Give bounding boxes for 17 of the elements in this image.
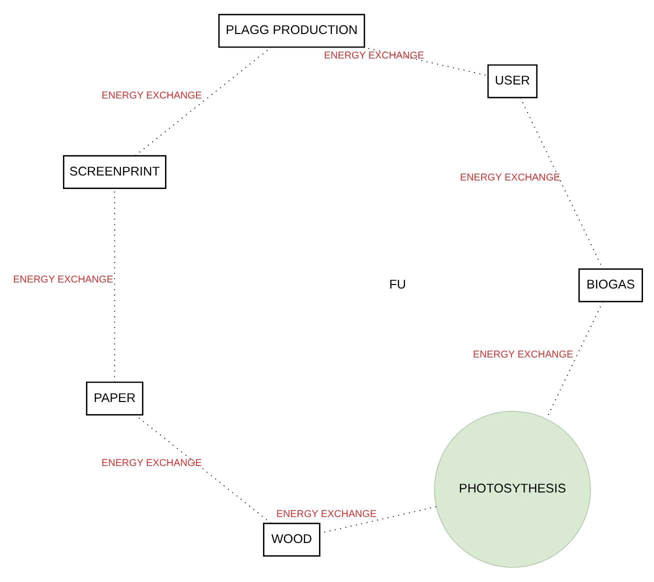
node-box: SCREENPRINT <box>62 155 166 189</box>
edge-label: ENERGY EXCHANGE <box>102 90 202 102</box>
node-box: USER <box>487 64 538 98</box>
node-box: BIOGAS <box>578 268 643 302</box>
edge-label: ENERGY EXCHANGE <box>324 50 424 62</box>
edge-label: ENERGY EXCHANGE <box>473 349 574 360</box>
node-circle: PHOTOSYTHESIS <box>434 410 591 568</box>
edge-label: ENERGY EXCHANGE <box>460 172 560 184</box>
edge-label: ENERGY EXCHANGE <box>13 274 114 286</box>
node-box: PAPER <box>86 382 144 416</box>
edge-label: ENERGY EXCHANGE <box>102 458 202 470</box>
connector <box>520 97 604 270</box>
connector <box>134 46 272 156</box>
edge-label: ENERGY EXCHANGE <box>276 509 377 520</box>
label: FU <box>389 278 406 292</box>
node-box: WOOD <box>263 522 320 557</box>
node-box: PLAGG PRODUCTION <box>218 14 366 48</box>
